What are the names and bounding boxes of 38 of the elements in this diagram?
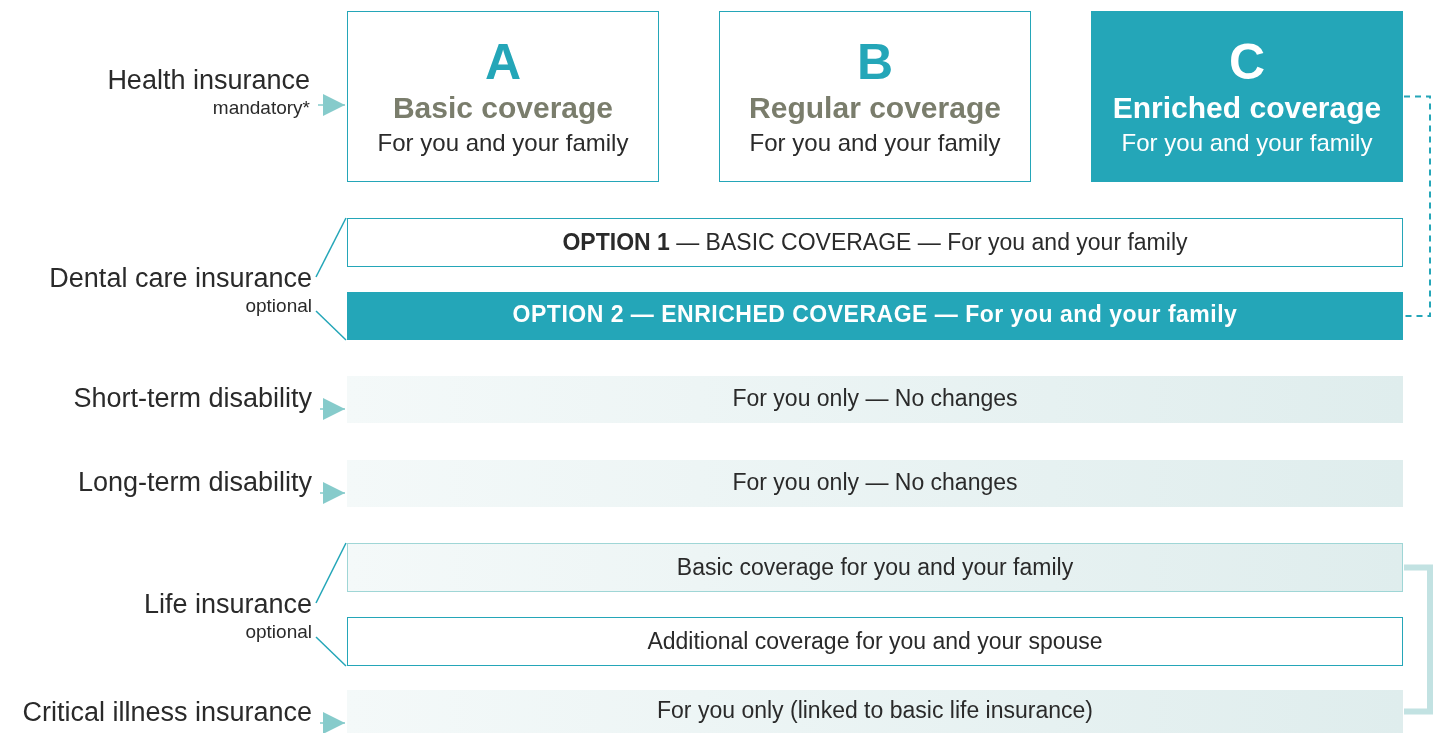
category-label: Long-term disability	[76, 466, 312, 498]
connector-line	[315, 310, 347, 341]
status-note: mandatory*	[211, 96, 310, 120]
arrow	[319, 482, 346, 504]
plan-description: For you and your family	[377, 127, 629, 158]
connector-line	[315, 636, 347, 667]
coverage-bar: Additional coverage for you and your spouse	[347, 617, 1403, 666]
arrow	[319, 712, 346, 733]
category-label: Critical illness insurance	[21, 696, 312, 728]
category-label: Health insurance	[106, 64, 310, 96]
connector-line	[1403, 95, 1431, 317]
coverage-bar: OPTION 1 — BASIC COVERAGE — For you and your family	[347, 218, 1403, 267]
plan-letter: C	[1228, 34, 1266, 89]
plan-letter: B	[856, 34, 894, 89]
coverage-bar: For you only — No changes	[347, 376, 1403, 423]
plan-card	[347, 11, 659, 182]
plan-title: Basic coverage	[392, 89, 614, 126]
plan-title: Regular coverage	[749, 89, 1001, 126]
category-label: Short-term disability	[72, 382, 312, 414]
coverage-bar: Basic coverage for you and your family	[347, 543, 1403, 592]
connector-line	[1404, 564, 1433, 715]
status-note: optional	[244, 294, 312, 318]
coverage-bar: For you only — No changes	[347, 460, 1403, 507]
category-label: Life insurance	[142, 588, 312, 620]
arrow	[317, 94, 346, 116]
status-note: optional	[244, 620, 312, 644]
plan-letter: A	[484, 34, 522, 89]
coverage-bar: OPTION 2 — ENRICHED COVERAGE — For you and your family	[347, 292, 1403, 340]
connector-line	[315, 542, 347, 604]
connector-line	[315, 217, 347, 278]
plan-description: For you and your family	[1121, 127, 1373, 158]
category-label: Dental care insurance	[48, 262, 312, 294]
plan-card	[719, 11, 1031, 182]
arrow	[319, 398, 346, 420]
plan-title: Enriched coverage	[1112, 89, 1382, 126]
coverage-bar: For you only (linked to basic life insurance)	[347, 690, 1403, 733]
plan-card	[1091, 11, 1403, 182]
plan-description: For you and your family	[749, 127, 1001, 158]
